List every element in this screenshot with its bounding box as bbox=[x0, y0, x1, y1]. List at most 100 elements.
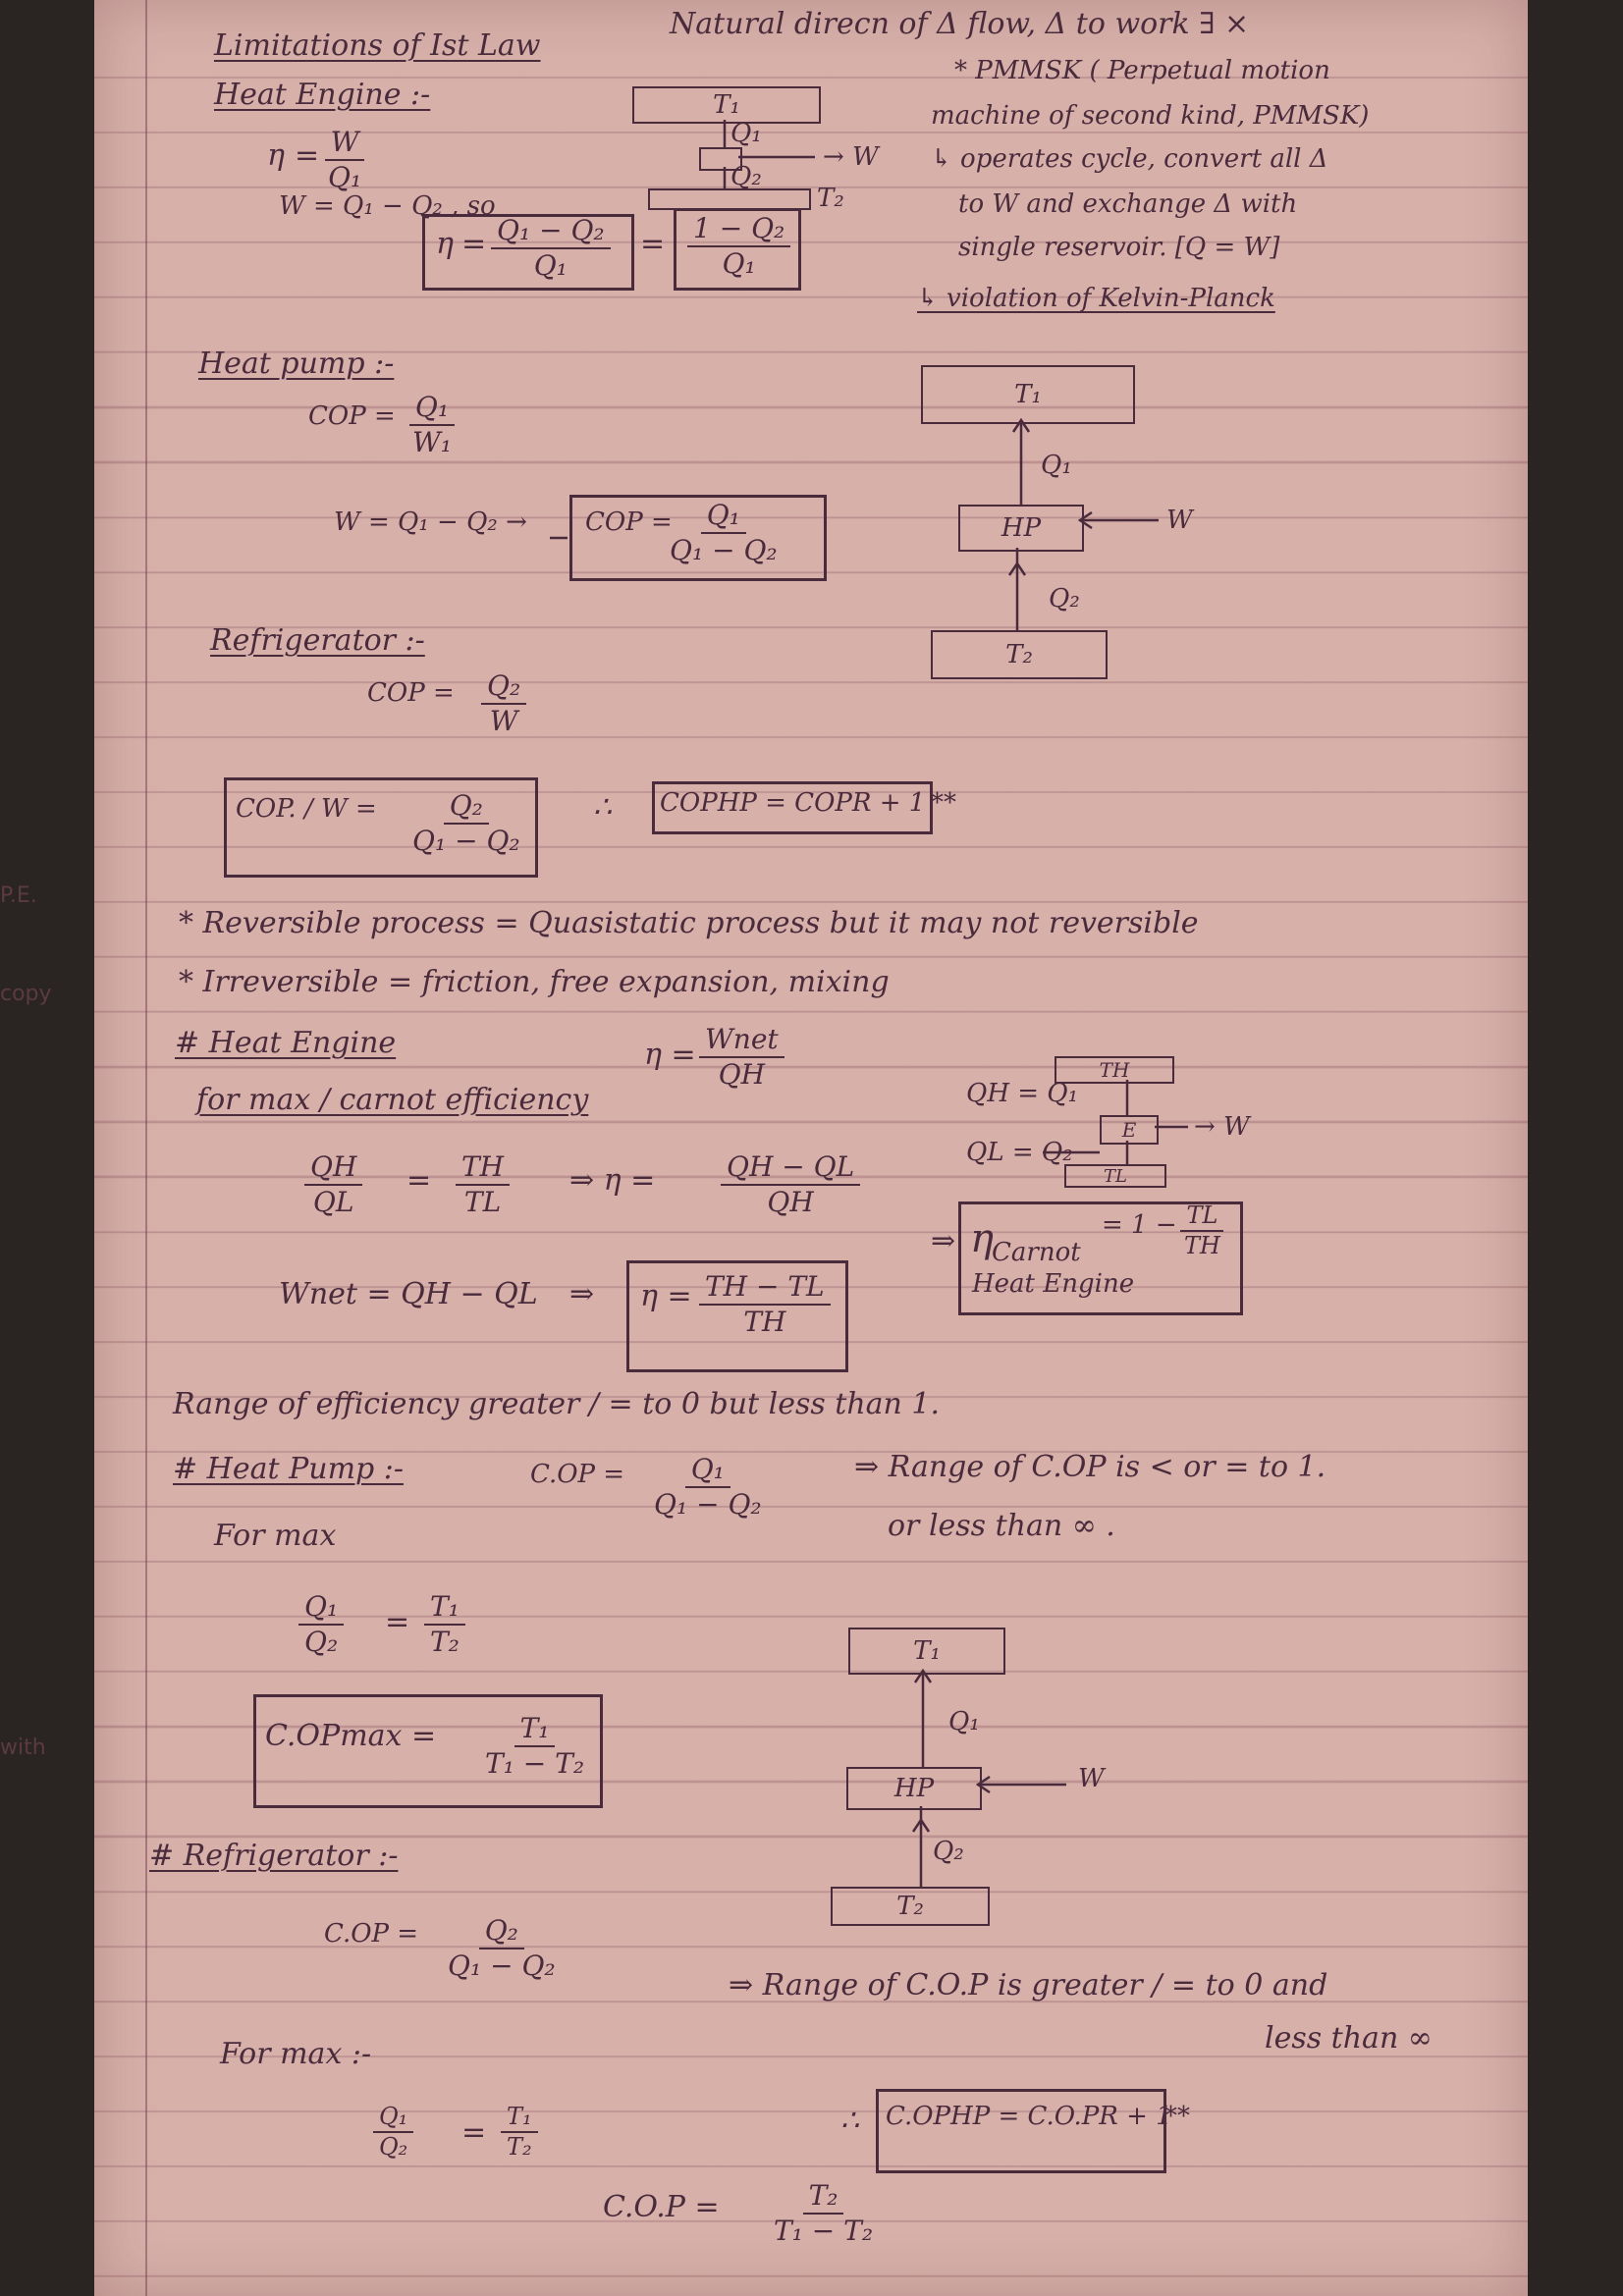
implied-numerator: QH − QL bbox=[721, 1150, 861, 1186]
efficiency-alt-fraction: 1 − Q₂ Q₁ bbox=[687, 212, 791, 280]
carnot-result-fraction: TL TH bbox=[1178, 1201, 1226, 1260]
hp1-t1-label: T₁ bbox=[1014, 380, 1042, 409]
he-eta: η = bbox=[644, 1038, 696, 1072]
hp2-t-ratio-num: T₁ bbox=[424, 1590, 465, 1626]
engine-w-label: → W bbox=[823, 142, 879, 172]
ref-cop-numerator: Q₂ bbox=[481, 669, 527, 705]
ref-cop-denominator: W bbox=[489, 704, 518, 737]
hp1-label: HP bbox=[1001, 513, 1042, 543]
ref-box-fraction: Q₂ Q₁ − Q₂ bbox=[406, 789, 526, 857]
hp2-q2-label: Q₂ bbox=[933, 1837, 964, 1866]
alt-numerator: 1 − Q₂ bbox=[687, 212, 791, 247]
ref-box-denominator: Q₁ − Q₂ bbox=[412, 824, 520, 857]
edge-label-pe: P.E. bbox=[0, 883, 37, 908]
copmax-fraction: T₁ T₁ − T₂ bbox=[479, 1712, 590, 1780]
engine-q2-label: Q₂ bbox=[730, 162, 762, 191]
ref2-t-ratio: T₁ T₂ bbox=[501, 2103, 538, 2162]
hp1-t2-label: T₂ bbox=[1005, 640, 1033, 669]
carnot-box-fraction: TH − TL TH bbox=[699, 1270, 831, 1338]
hp2-q-ratio-num: Q₁ bbox=[298, 1590, 345, 1626]
qh-ql-fraction: QH QL bbox=[304, 1150, 363, 1218]
eq-sign: = bbox=[295, 138, 320, 173]
engine-t2-label: T₂ bbox=[817, 184, 844, 213]
hp2-source-block: T₁ bbox=[848, 1628, 1005, 1675]
cop-relation-stars: ** bbox=[931, 788, 956, 818]
carnot-result-box bbox=[958, 1201, 1243, 1315]
hp-cop-label: COP = bbox=[308, 401, 396, 431]
hp2-cop-fraction: Q₁ Q₁ − Q₂ bbox=[648, 1453, 768, 1521]
hp-box-denominator: Q₁ − Q₂ bbox=[670, 533, 778, 566]
edge-label-with: with bbox=[0, 1735, 46, 1760]
irreversible-process: * Irreversible = friction, free expansio… bbox=[179, 965, 890, 999]
cop-relation: COPHP = COPR + 1 bbox=[660, 788, 926, 818]
range-of-cop-line-2: or less than ∞ . bbox=[888, 1509, 1115, 1543]
hp2-arrowhead-w bbox=[975, 1775, 991, 1794]
carnot-engine-block: E bbox=[1100, 1115, 1159, 1145]
ref-cop-fraction: Q₂ W bbox=[481, 669, 527, 737]
eta-numerator: W bbox=[324, 126, 365, 161]
final-cop-numerator: T₂ bbox=[802, 2179, 844, 2215]
carnot-sink-block: TL bbox=[1064, 1164, 1166, 1188]
carnot-tl-label: TL bbox=[1104, 1165, 1127, 1187]
carnot-result-sub: Carnot bbox=[992, 1238, 1081, 1267]
hp2-t-ratio-den: T₂ bbox=[430, 1625, 460, 1658]
hp-work-equation: W = Q₁ − Q₂ → bbox=[334, 507, 527, 537]
ref2-q-ratio-den: Q₂ bbox=[379, 2132, 408, 2161]
he-eta-denominator: QH bbox=[718, 1057, 765, 1091]
carnot-result-arrow: ⇒ bbox=[931, 1224, 956, 1258]
ref2-ratio-eq: = bbox=[461, 2115, 487, 2150]
cop-relation-box bbox=[652, 781, 933, 834]
eta-fraction: W Q₁ bbox=[322, 126, 367, 193]
final-cop-denominator: T₁ − T₂ bbox=[774, 2214, 874, 2247]
copmax-denominator: T₁ − T₂ bbox=[485, 1746, 585, 1780]
hp2-t2-label: T₂ bbox=[896, 1892, 924, 1921]
pmmsk-line-1: * PMMSK ( Perpetual motion bbox=[954, 56, 1330, 85]
hp2-t1-label: T₁ bbox=[913, 1636, 941, 1666]
box-eq: = bbox=[461, 227, 487, 261]
hp2-block: HP bbox=[846, 1767, 982, 1810]
hp-cop-numerator: Q₁ bbox=[408, 391, 456, 426]
hp2-arrowhead-2 bbox=[911, 1817, 931, 1833]
carnot-box-numerator: TH − TL bbox=[699, 1270, 831, 1306]
range-of-efficiency: Range of efficiency greater / = to 0 but… bbox=[173, 1387, 941, 1421]
cop-relation-2: C.OPHP = C.O.PR + 1 bbox=[886, 2102, 1172, 2131]
qh-numerator: QH bbox=[304, 1150, 363, 1186]
copmax-numerator: T₁ bbox=[514, 1712, 556, 1747]
ref2-for-max: For max :- bbox=[220, 2037, 372, 2071]
carnot-th-label: TH bbox=[1099, 1058, 1130, 1082]
engine-q1-label: Q₁ bbox=[730, 119, 762, 148]
implied-eta-fraction: QH − QL QH bbox=[721, 1150, 861, 1218]
heading-heat-pump-2: # Heat Pump :- bbox=[173, 1452, 405, 1486]
ref-box-numerator: Q₂ bbox=[443, 789, 489, 825]
hp1-source-block: T₁ bbox=[921, 365, 1135, 424]
th-tl-fraction: TH TL bbox=[456, 1150, 511, 1218]
hp1-w-label: W bbox=[1166, 506, 1193, 535]
he-eta-numerator: Wnet bbox=[699, 1023, 784, 1058]
ref2-t-ratio-num: T₁ bbox=[501, 2103, 538, 2133]
ref2-cop-numerator: Q₂ bbox=[478, 1914, 524, 1949]
hp2-q-ratio-den: Q₂ bbox=[304, 1625, 339, 1658]
hp2-w-label: W bbox=[1078, 1764, 1105, 1793]
hp2-cop-numerator: Q₁ bbox=[684, 1453, 730, 1488]
pmmsk-line-4: to W and exchange Δ with bbox=[958, 189, 1298, 219]
therefore-2: ∴ bbox=[840, 2104, 860, 2138]
copmax-label: C.OPmax = bbox=[265, 1719, 437, 1753]
carnot-box-eta: η = bbox=[640, 1279, 692, 1313]
reversible-process: * Reversible process = Quasistatic proce… bbox=[179, 906, 1199, 940]
hp2-cop-label: C.OP = bbox=[530, 1460, 625, 1489]
section-title-limitations: Limitations of Ist Law bbox=[214, 28, 541, 63]
ref-box-cop: COP. / W = bbox=[236, 794, 377, 824]
ref2-range-line-1: ⇒ Range of C.O.P is greater / = to 0 and bbox=[729, 1968, 1328, 2002]
hp2-for-max: For max bbox=[214, 1519, 337, 1553]
hp-cop-fraction: Q₁ W₁ bbox=[406, 391, 458, 458]
final-cop-fraction: T₂ T₁ − T₂ bbox=[768, 2179, 879, 2247]
heading-refrigerator-2: # Refrigerator :- bbox=[149, 1839, 399, 1873]
hp1-arrowhead-w bbox=[1077, 510, 1093, 530]
range-of-cop-line-1: ⇒ Range of C.OP is < or = to 1. bbox=[854, 1450, 1326, 1484]
efficiency-denominator: Q₁ bbox=[533, 248, 568, 282]
heading-heat-engine-2: # Heat Engine bbox=[175, 1026, 397, 1060]
ql-denominator: QL bbox=[312, 1185, 354, 1218]
final-cop-label: C.O.P = bbox=[603, 2190, 720, 2224]
ref-cop-box bbox=[224, 777, 538, 878]
